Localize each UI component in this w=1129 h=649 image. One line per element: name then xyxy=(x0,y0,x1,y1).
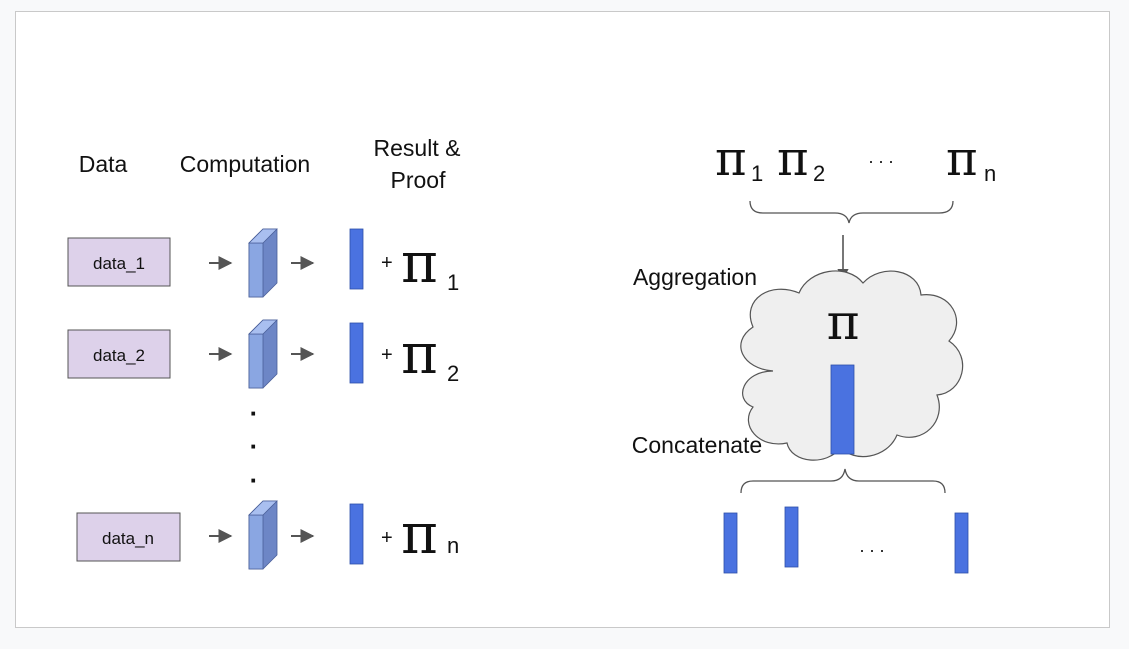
header-computation: Computation xyxy=(180,151,310,177)
bottom-bar-2 xyxy=(784,506,799,568)
proof-pi-2: π xyxy=(401,322,438,387)
vertical-ellipsis-dot-3: · xyxy=(250,465,259,495)
data-box-1 xyxy=(67,237,171,287)
bottom-ellipsis: . . . xyxy=(859,536,884,556)
row-n: data_n + π n xyxy=(76,500,459,570)
data-box-n xyxy=(76,512,181,562)
plus-n: + xyxy=(381,527,393,549)
row-2: data_2 + π 2 xyxy=(67,319,459,389)
bottom-bar-1 xyxy=(723,512,738,574)
plus-2: + xyxy=(381,344,393,366)
aggregate-bar xyxy=(830,364,855,455)
top-proof-sub-2: 2 xyxy=(813,161,825,186)
proof-sub-1: 1 xyxy=(447,270,459,295)
data-box-label-1: data_1 xyxy=(93,254,145,273)
concatenate-label: Concatenate xyxy=(632,432,762,458)
header-result-line2: Proof xyxy=(391,167,447,193)
top-curly-brace xyxy=(749,200,954,224)
top-proof-pi-n: π xyxy=(946,131,978,187)
result-bar-1 xyxy=(349,228,364,290)
row-1: data_1 + π 1 xyxy=(67,228,459,298)
data-box-2 xyxy=(67,329,171,379)
aggregation-label: Aggregation xyxy=(633,264,757,290)
header-data: Data xyxy=(79,151,128,177)
data-box-label-n: data_n xyxy=(102,529,154,548)
computation-cube-2 xyxy=(248,319,278,389)
computation-cube-1 xyxy=(248,228,278,298)
proof-pi-1: π xyxy=(401,231,438,296)
proof-sub-n: n xyxy=(447,533,459,558)
result-bar-n xyxy=(349,503,364,565)
top-proof-pi-1: π xyxy=(715,131,747,187)
top-proof-pi-2: π xyxy=(777,131,809,187)
aggregate-pi: π xyxy=(827,293,860,351)
top-ellipsis: . . . xyxy=(868,147,893,167)
header-result-line1: Result & xyxy=(374,135,461,161)
data-box-label-2: data_2 xyxy=(93,346,145,365)
top-proof-sub-1: 1 xyxy=(751,161,763,186)
proof-pi-n: π xyxy=(401,502,438,567)
bottom-curly-brace xyxy=(740,468,946,494)
plus-1: + xyxy=(381,252,393,274)
proof-sub-2: 2 xyxy=(447,361,459,386)
bottom-bar-n xyxy=(954,512,969,574)
top-proof-sub-n: n xyxy=(984,161,996,186)
diagram-frame: Data Computation Result & Proof data_1 +… xyxy=(15,11,1110,628)
vertical-ellipsis-dot-2: · xyxy=(250,431,259,461)
computation-cube-n xyxy=(248,500,278,570)
vertical-ellipsis-dot-1: · xyxy=(250,398,259,428)
result-bar-2 xyxy=(349,322,364,384)
